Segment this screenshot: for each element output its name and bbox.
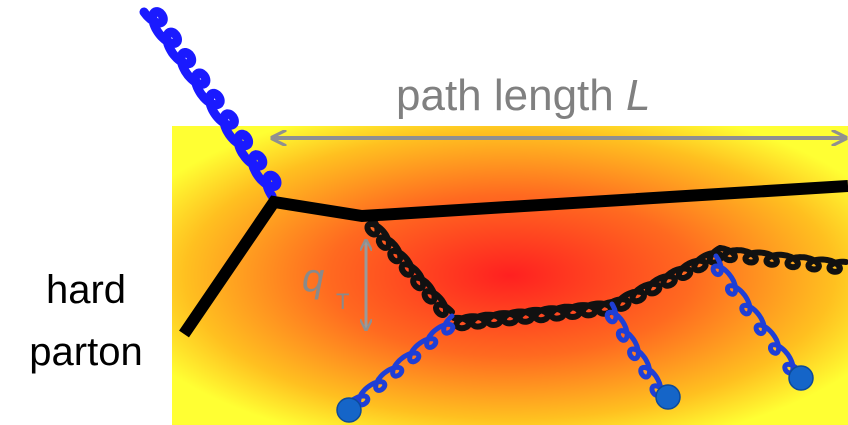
exchange-gluon-1 <box>347 313 456 408</box>
exchange-gluon-3 <box>710 253 805 377</box>
medium-gluon-1 <box>364 215 455 318</box>
path-length-symbol: L <box>625 71 651 120</box>
hard-parton-line <box>179 180 848 338</box>
qcd-medium <box>172 126 848 425</box>
path-length-label: path length L <box>396 72 650 120</box>
scattering-center-2 <box>655 384 681 410</box>
medium-gluon-4 <box>717 245 848 275</box>
hard-parton-label-line2: parton <box>29 330 143 374</box>
scattering-center-1 <box>336 397 362 423</box>
hard-parton-label-line1: hard <box>45 268 127 312</box>
scattering-center-3 <box>788 365 814 391</box>
momentum-transfer-subscript: T <box>336 289 350 314</box>
radiated-gluon <box>139 7 282 201</box>
momentum-transfer-symbol: q <box>302 256 325 300</box>
medium-gluon-2 <box>451 299 615 332</box>
path-length-text: path length <box>396 71 626 120</box>
medium-gluon-3 <box>609 245 725 312</box>
